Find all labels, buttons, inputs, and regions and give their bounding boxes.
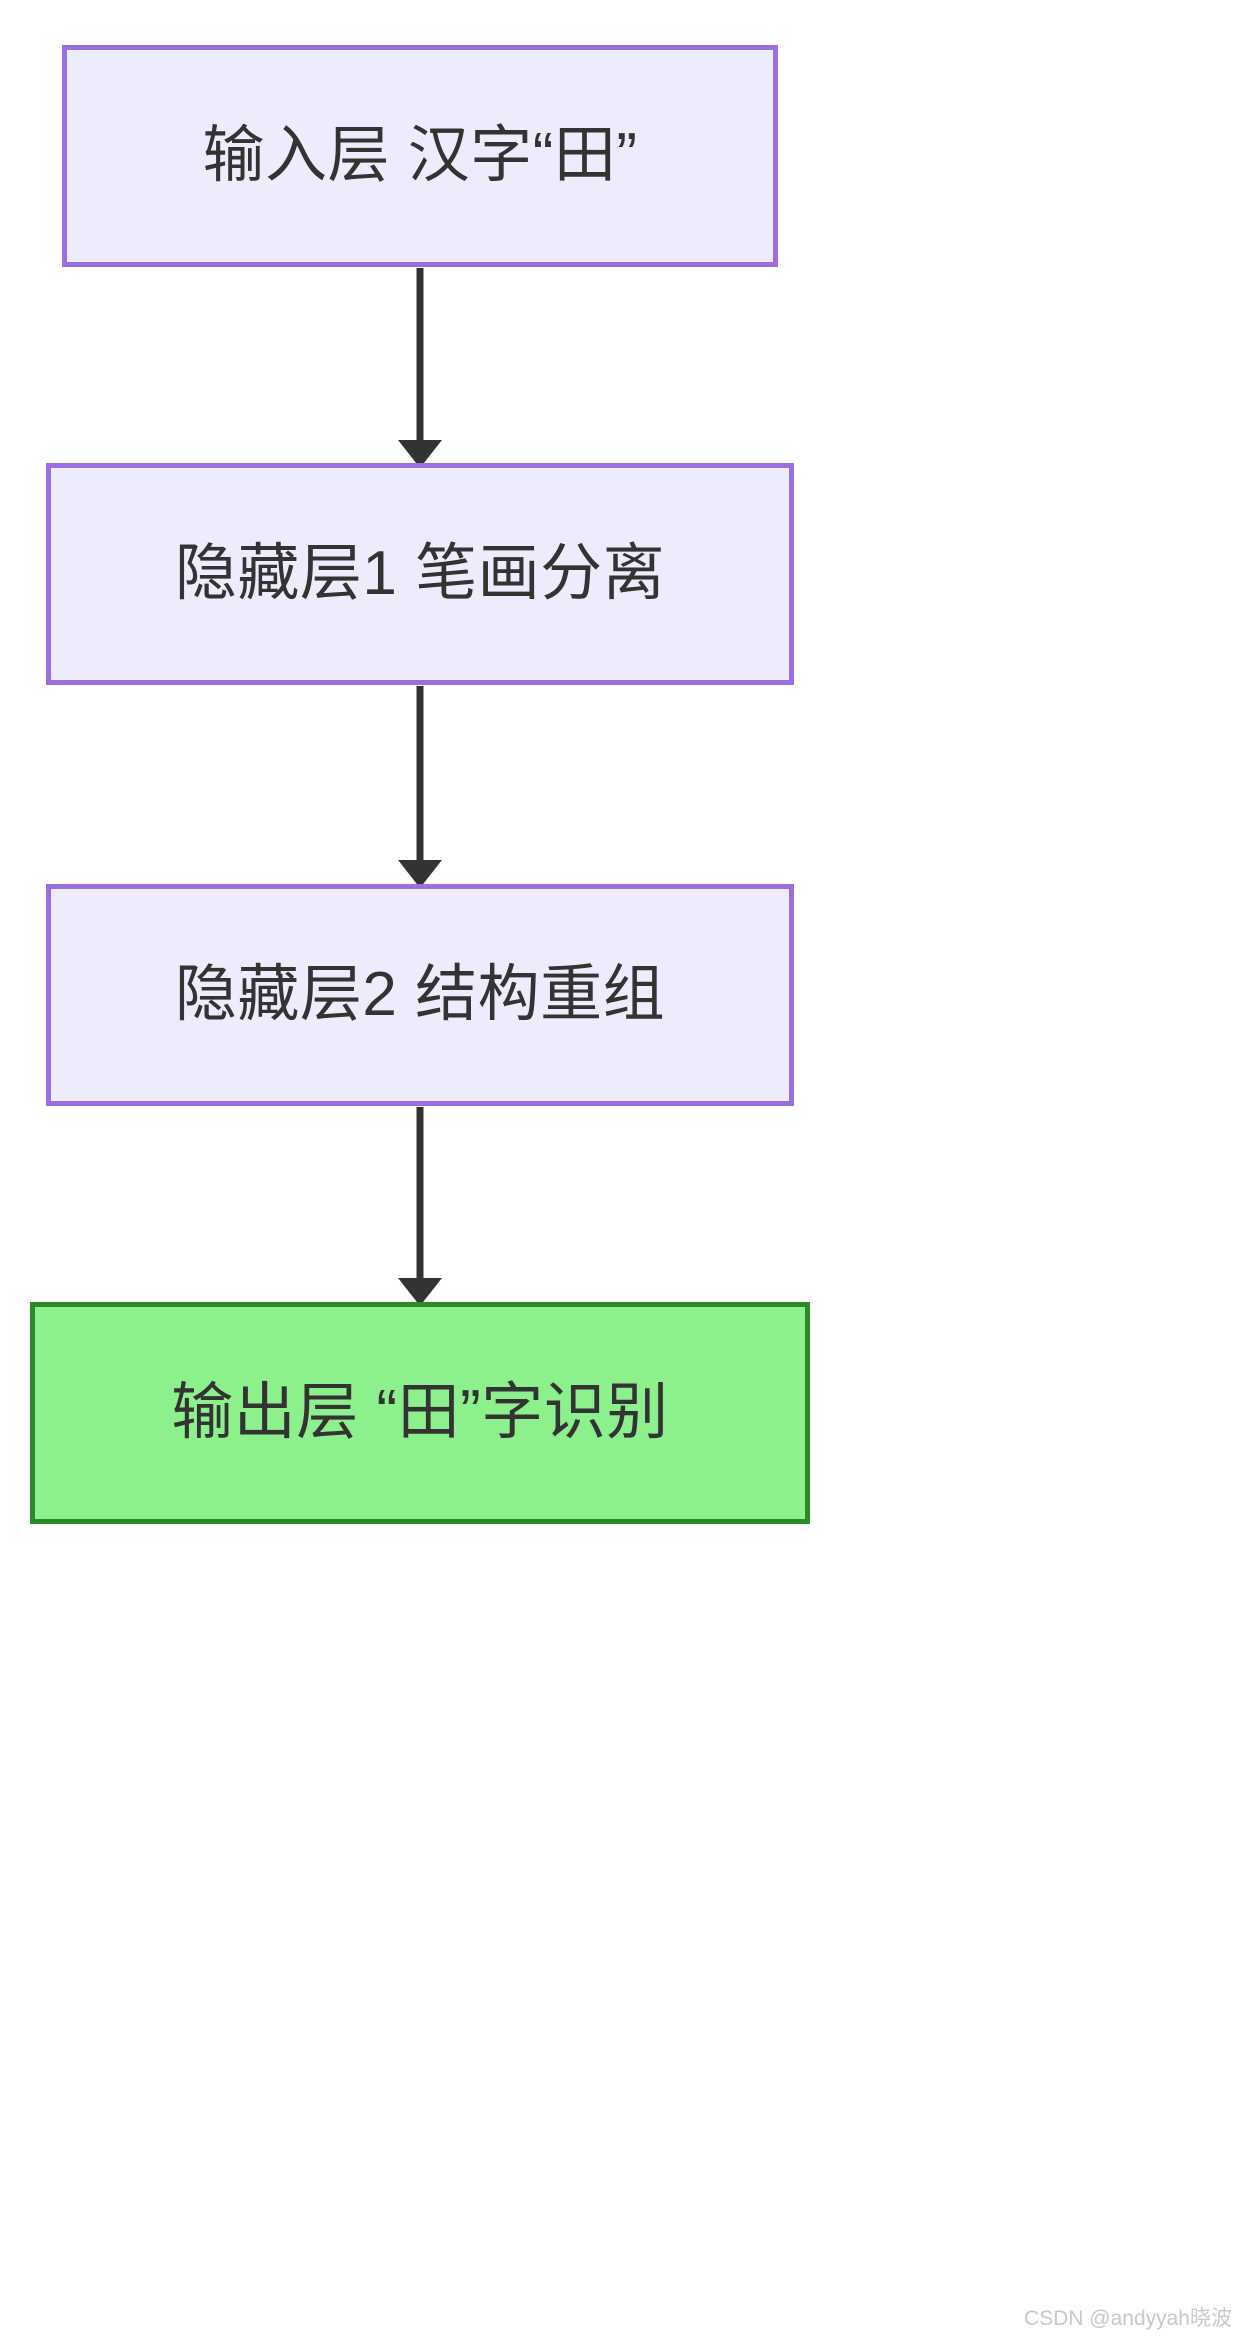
node-hidden-layer-2-label: 隐藏层2 结构重组 — [174, 959, 666, 1029]
watermark-text: CSDN @andyyah晓波 — [1023, 2307, 1232, 2330]
node-input-layer[interactable]: 输入层 汉字“田” — [62, 45, 778, 267]
node-output-layer-label: 输出层 “田”字识别 — [171, 1377, 669, 1447]
node-hidden-layer-1-label: 隐藏层1 笔画分离 — [174, 538, 666, 608]
node-output-layer[interactable]: 输出层 “田”字识别 — [30, 1302, 810, 1524]
edge-hidden1-hidden2 — [398, 686, 442, 888]
node-hidden-layer-2[interactable]: 隐藏层2 结构重组 — [46, 884, 794, 1106]
edge-hidden2-output — [398, 1107, 442, 1306]
node-input-layer-label: 输入层 汉字“田” — [202, 120, 638, 190]
edge-input-hidden1 — [398, 268, 442, 468]
node-hidden-layer-1[interactable]: 隐藏层1 笔画分离 — [46, 463, 794, 685]
